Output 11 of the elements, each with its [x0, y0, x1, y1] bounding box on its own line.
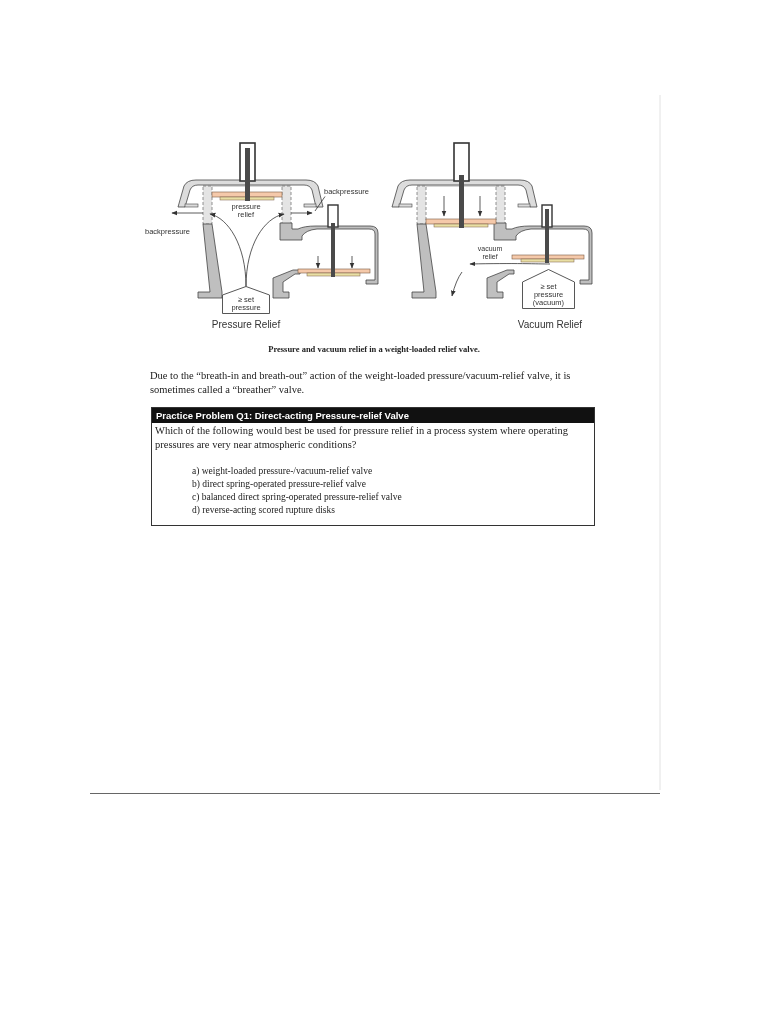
answer-option: d) reverse-acting scored rupture disks — [192, 504, 335, 517]
answer-option: c) balanced direct spring-operated pressure-relief valve — [192, 491, 402, 504]
question-text: Which of the following would best be used for pressure relief in a process system where operating pressures are very near atmospheric conditions? — [154, 424, 569, 452]
answer-option: b) direct spring-operated pressure-relief valve — [192, 478, 367, 491]
card-header: Practice Problem Q1: Direct-acting Pressure-relief Valve — [152, 408, 594, 423]
body-paragraph: Due to the “breath-in and breath-out” action of the weight-loaded pressure/vacuum-relief valve, it is sometimes called a “breather” valve. — [150, 369, 572, 397]
answer-option: a) weight-loaded pressure-/vacuum-relief valve — [192, 465, 373, 478]
leader-line — [314, 196, 326, 212]
panel-title: Vacuum Relief — [517, 319, 583, 331]
panel-title: Pressure Relief — [211, 319, 281, 331]
figure-caption: Pressure and vacuum relief in a weight-loaded relief valve. — [268, 344, 480, 354]
